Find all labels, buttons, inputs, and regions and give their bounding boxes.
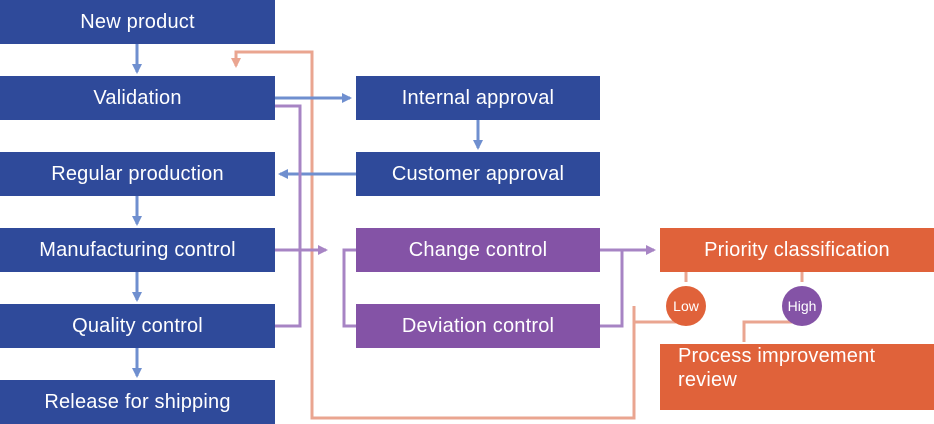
node-new-product: New product — [0, 0, 275, 44]
line-validation-to-control — [275, 104, 302, 328]
node-deviation-control-label: Deviation control — [401, 314, 555, 337]
node-customer-approval-label: Customer approval — [391, 162, 565, 185]
node-change-control: Change control — [356, 228, 600, 272]
node-validation-label: Validation — [93, 86, 182, 109]
node-manufacturing-control: Manufacturing control — [0, 228, 275, 272]
node-priority-classification-label: Priority classification — [704, 238, 890, 261]
node-deviation-control: Deviation control — [356, 304, 600, 348]
node-quality-control: Quality control — [0, 304, 275, 348]
priority-low-label: Low — [673, 298, 699, 314]
node-release-for-shipping-label: Release for shipping — [44, 390, 231, 413]
node-customer-approval: Customer approval — [356, 152, 600, 196]
node-quality-control-label: Quality control — [72, 314, 203, 337]
node-internal-approval: Internal approval — [356, 76, 600, 120]
node-manufacturing-control-label: Manufacturing control — [39, 238, 236, 261]
node-release-for-shipping: Release for shipping — [0, 380, 275, 424]
node-process-improvement-review: Process improvement review — [660, 344, 934, 410]
node-internal-approval-label: Internal approval — [401, 86, 555, 109]
node-regular-production: Regular production — [0, 152, 275, 196]
line-change-deviation-bracket — [342, 248, 356, 328]
priority-low-badge: Low — [666, 286, 706, 326]
priority-high-label: High — [787, 298, 817, 314]
node-regular-production-label: Regular production — [51, 162, 224, 185]
node-priority-classification: Priority classification — [660, 228, 934, 272]
priority-high-badge: High — [782, 286, 822, 326]
node-validation: Validation — [0, 76, 275, 120]
node-process-improvement-review-line2: review — [678, 369, 737, 391]
line-deviation-to-merge — [600, 250, 624, 328]
node-change-control-label: Change control — [408, 238, 548, 261]
node-process-improvement-review-line1: Process improvement — [678, 345, 876, 367]
node-new-product-label: New product — [80, 10, 195, 33]
arrow-review-to-validation — [231, 50, 636, 420]
